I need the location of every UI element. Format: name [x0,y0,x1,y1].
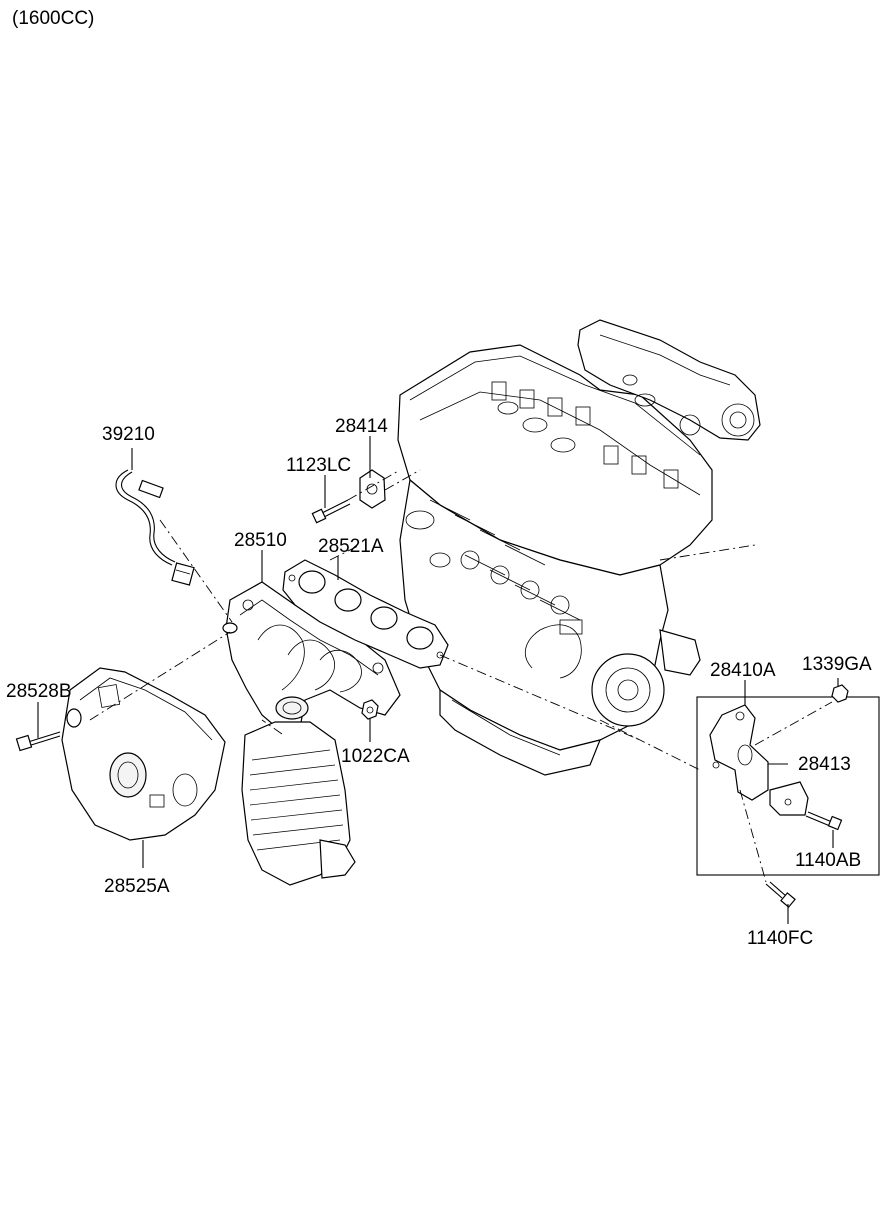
assembly-guide-lines [89,469,833,883]
callout-1339GA[interactable]: 1339GA [802,654,872,675]
oxygen-sensor-39210[interactable] [115,469,195,586]
nut-1339GA[interactable] [831,684,849,703]
exhaust-manifold-28510[interactable] [222,581,401,733]
callout-28413[interactable]: 28413 [798,754,851,775]
heat-protector-28525A[interactable] [61,667,226,841]
callout-28525A[interactable]: 28525A [104,876,170,897]
bracket-plate-28414[interactable] [359,469,386,509]
callout-28521A[interactable]: 28521A [318,536,384,557]
heat-protector-bolt-28528B[interactable] [15,731,61,752]
nut-1022CA[interactable] [361,699,379,720]
callout-labels: 39210 28414 1123LC 28510 28521A 28528B 1… [6,416,872,949]
callout-28414[interactable]: 28414 [335,416,388,437]
callout-28510[interactable]: 28510 [234,530,287,551]
callout-1140FC[interactable]: 1140FC [747,928,813,949]
engine-variant-label: (1600CC) [12,8,95,29]
catalytic-converter [241,721,356,886]
engine-assembly [397,319,761,776]
callout-39210[interactable]: 39210 [102,424,155,445]
callout-1022CA[interactable]: 1022CA [341,746,410,767]
bolt-1140AB[interactable] [805,811,843,831]
manifold-gasket-28521A[interactable] [282,559,449,669]
bolt-1140FC[interactable] [765,881,796,908]
bolt-1123LC[interactable] [311,499,351,524]
callout-28410A[interactable]: 28410A [710,660,776,681]
callout-1140AB[interactable]: 1140AB [795,850,861,871]
callout-leader-lines [37,436,839,924]
bracket-assembly-box [696,696,880,876]
manifold-stay-28410A[interactable] [709,704,769,801]
bracket-28413[interactable] [769,781,809,816]
callout-1123LC[interactable]: 1123LC [286,455,351,476]
callout-28528B[interactable]: 28528B [6,681,72,702]
